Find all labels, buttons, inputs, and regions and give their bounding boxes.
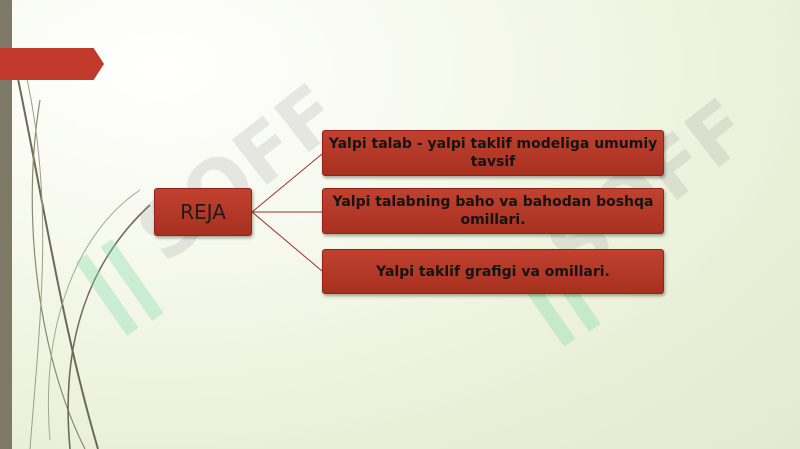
plan-item-1: Yalpi talab - yalpi taklif modeliga umum… <box>322 130 664 176</box>
plan-item-2-text: Yalpi talabning baho va bahodan boshqa o… <box>332 194 654 228</box>
plan-item-1-text: Yalpi talab - yalpi taklif modeliga umum… <box>328 136 658 170</box>
reja-label: REJA <box>180 200 226 224</box>
title-tab-marker <box>0 48 104 80</box>
plan-item-3: Yalpi taklif grafigi va omillari. <box>322 249 664 294</box>
plan-item-2: Yalpi talabning baho va bahodan boshqa o… <box>322 188 664 234</box>
reja-box: REJA <box>154 188 252 236</box>
left-accent-bar <box>0 0 12 449</box>
plan-item-3-text: Yalpi taklif grafigi va omillari. <box>376 263 610 280</box>
